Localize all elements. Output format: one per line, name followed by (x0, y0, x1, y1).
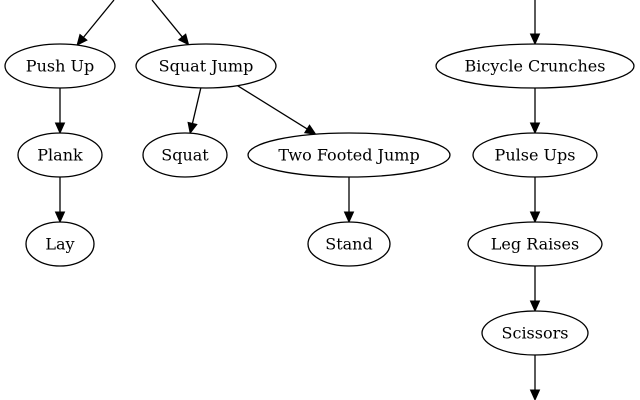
edge-pulse-ups-to-leg-raises (529, 177, 541, 224)
node-label-scissors: Scissors (502, 324, 569, 343)
edge-line (191, 87, 202, 124)
edge-squat-jump-to-two-footed-jump (237, 85, 317, 135)
edge-line (151, 0, 183, 38)
arrowhead-icon (529, 389, 541, 400)
edge-plank-to-lay (54, 177, 66, 224)
node-lay: Lay (25, 221, 95, 267)
node-label-two-footed-jump: Two Footed Jump (278, 146, 419, 165)
node-pulse-ups: Pulse Ups (472, 132, 598, 178)
edge-line (237, 85, 308, 130)
node-label-push-up: Push Up (26, 57, 94, 76)
edge-line (82, 0, 115, 38)
node-stand: Stand (307, 221, 391, 267)
node-two-footed-jump: Two Footed Jump (247, 132, 451, 178)
edge-two-footed-jump-to-stand (343, 177, 355, 224)
edge-bicycle-crunches-to-pulse-ups (529, 88, 541, 135)
nodes-layer: Push Up Squat Jump Bicycle Crunches Plan… (4, 43, 635, 356)
node-leg-raises: Leg Raises (467, 221, 603, 267)
node-label-plank: Plank (37, 146, 83, 165)
edge-scissors-to-offscreen-c (529, 355, 541, 400)
node-label-squat: Squat (161, 146, 209, 165)
node-label-stand: Stand (325, 235, 372, 254)
edge-leg-raises-to-scissors (529, 266, 541, 313)
node-squat: Squat (142, 132, 228, 178)
arrowhead-icon (529, 300, 541, 313)
node-label-leg-raises: Leg Raises (491, 235, 579, 254)
edge-offscreen-a-to-push-up (76, 0, 115, 47)
edge-squat-jump-to-squat (187, 87, 202, 135)
node-scissors: Scissors (481, 310, 589, 356)
edge-push-up-to-plank (54, 88, 66, 135)
node-label-bicycle-crunches: Bicycle Crunches (465, 57, 606, 76)
node-push-up: Push Up (4, 43, 116, 89)
node-squat-jump: Squat Jump (135, 43, 277, 89)
arrowhead-icon (187, 121, 198, 135)
edge-offscreen-b-to-bicycle-crunches (529, 0, 541, 46)
arrowhead-icon (54, 122, 66, 135)
arrowhead-icon (529, 33, 541, 46)
arrowhead-icon (303, 124, 317, 135)
arrowhead-icon (529, 211, 541, 224)
node-label-pulse-ups: Pulse Ups (495, 146, 576, 165)
arrowhead-icon (76, 33, 88, 47)
edges-layer (54, 0, 541, 400)
arrowhead-icon (177, 33, 190, 46)
node-label-lay: Lay (45, 235, 74, 254)
node-bicycle-crunches: Bicycle Crunches (435, 43, 635, 89)
node-plank: Plank (17, 132, 103, 178)
node-label-squat-jump: Squat Jump (159, 57, 254, 76)
arrowhead-icon (54, 211, 66, 224)
edge-offscreen-a-to-squat-jump (151, 0, 190, 46)
arrowhead-icon (343, 211, 355, 224)
arrowhead-icon (529, 122, 541, 135)
